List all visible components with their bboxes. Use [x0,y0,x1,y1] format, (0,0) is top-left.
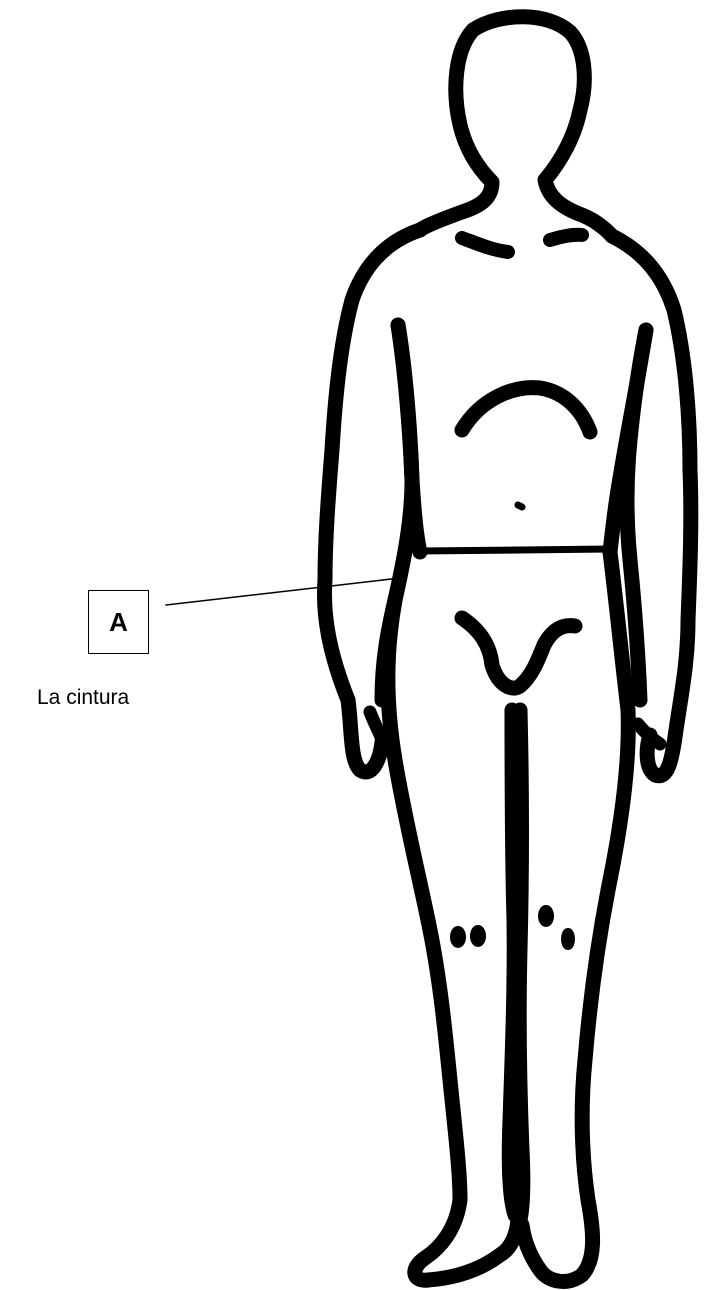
torso-left [398,325,420,552]
pointer-line [166,578,400,605]
head-outline [420,17,612,236]
left-hand [370,712,384,748]
right-knee-mark-2 [565,932,571,946]
label-box: A [88,590,149,654]
label-letter: A [109,607,128,638]
right-knee-mark-1 [542,909,550,923]
left-collarbone [462,238,508,252]
navel [518,505,522,507]
groin-line [462,618,575,688]
right-collarbone [550,235,582,240]
left-knee-mark-1 [454,930,462,944]
chest-line [462,388,590,432]
left-knee-mark-2 [474,929,482,943]
label-caption: La cintura [37,686,129,710]
right-leg-inner [519,710,523,1220]
waist-line [420,549,610,551]
